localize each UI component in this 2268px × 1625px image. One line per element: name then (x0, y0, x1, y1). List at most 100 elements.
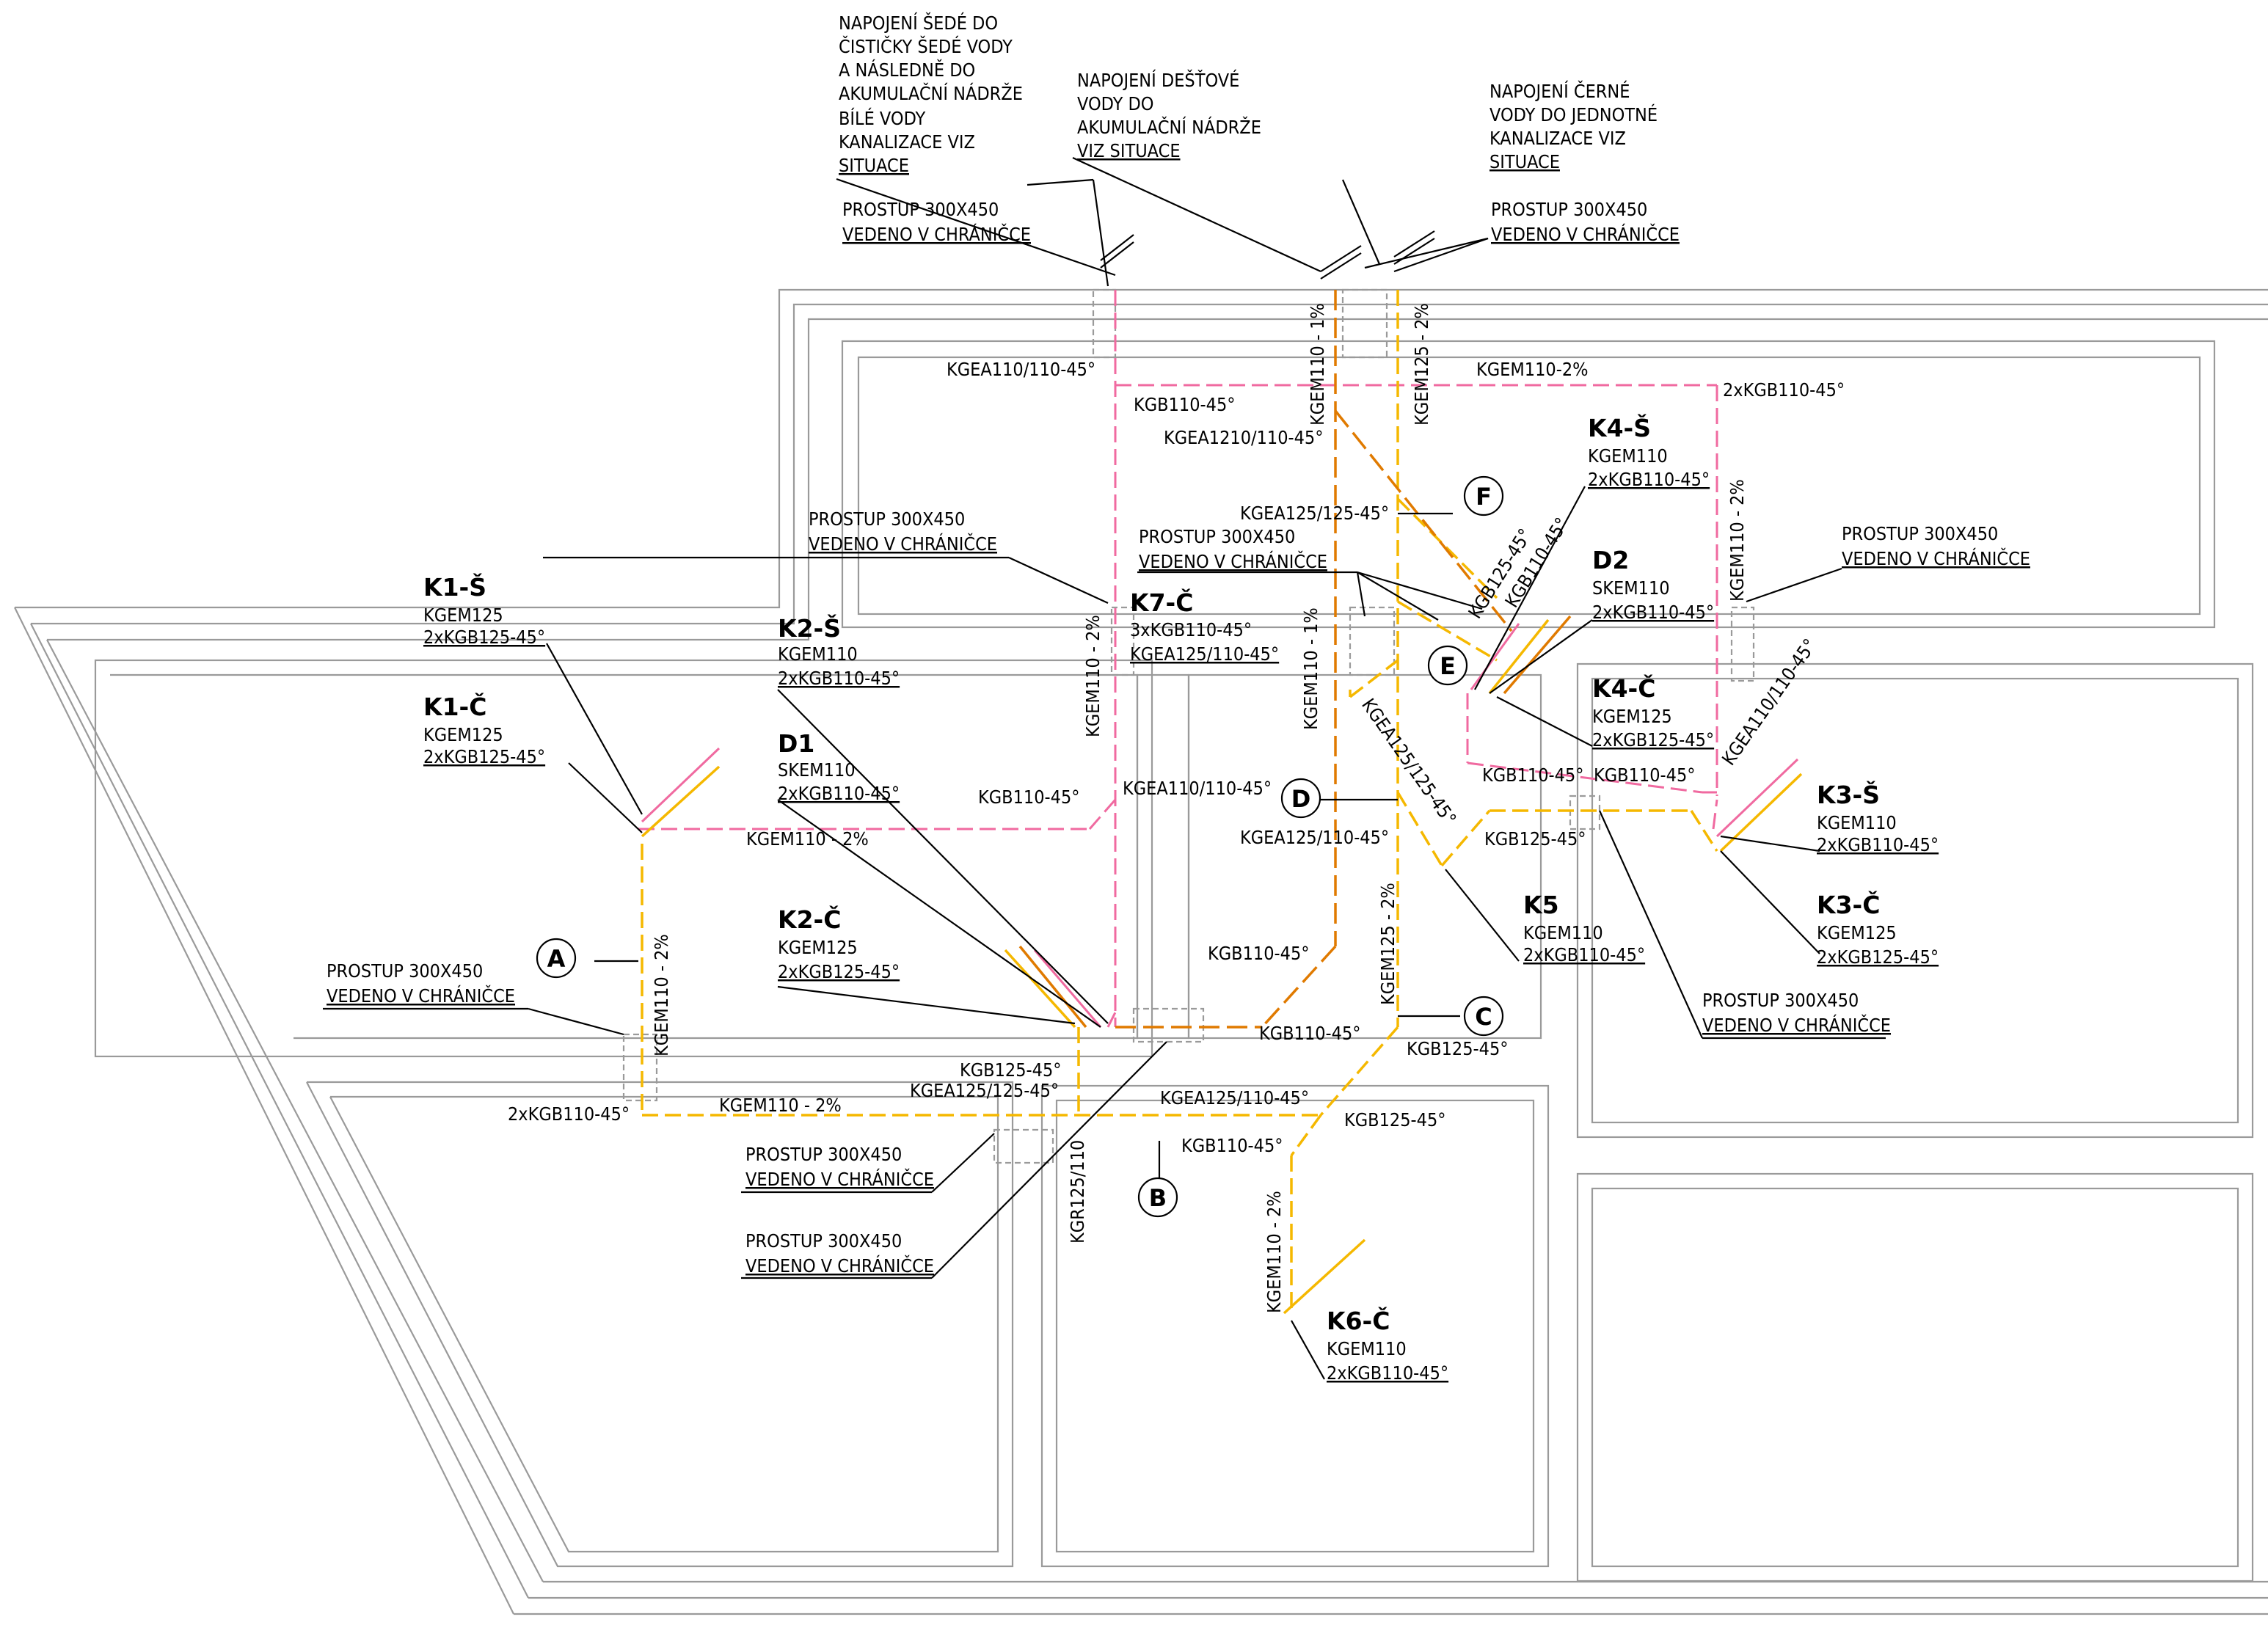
svg-text:2xKGB110-45°: 2xKGB110-45° (1723, 379, 1845, 401)
prostup-labels: PROSTUP 300X450 VEDENO V CHRÁNIČCE PROST… (327, 199, 2030, 1277)
svg-text:KGB125-45°: KGB125-45° (960, 1059, 1062, 1081)
svg-text:KGEM125: KGEM125 (423, 605, 503, 626)
svg-text:SITUACE: SITUACE (839, 155, 909, 176)
node-k2s: K2-Š KGEM110 2xKGB110-45° (778, 613, 900, 689)
svg-text:BÍLÉ VODY: BÍLÉ VODY (839, 108, 926, 129)
svg-text:K1-Š: K1-Š (423, 572, 486, 602)
node-k5: K5 KGEM110 2xKGB110-45° (1523, 891, 1645, 965)
svg-text:KGEM110: KGEM110 (1523, 922, 1603, 943)
svg-text:C: C (1475, 1003, 1492, 1031)
svg-text:NAPOJENÍ DEŠŤOVÉ: NAPOJENÍ DEŠŤOVÉ (1077, 69, 1239, 91)
svg-text:2xKGB110-45°: 2xKGB110-45° (778, 668, 900, 689)
svg-text:SITUACE: SITUACE (1489, 151, 1560, 172)
svg-text:KGEA125/125-45°: KGEA125/125-45° (910, 1080, 1059, 1101)
svg-text:KGEM110: KGEM110 (1327, 1338, 1407, 1359)
riser-arrows (641, 615, 1803, 1315)
svg-text:2xKGB125-45°: 2xKGB125-45° (1817, 946, 1939, 968)
svg-text:E: E (1440, 652, 1456, 680)
svg-text:KGEA125/125-45°: KGEA125/125-45° (1357, 695, 1460, 829)
node-k2c: K2-Č KGEM125 2xKGB125-45° (778, 905, 900, 982)
svg-text:KGEM110 - 2%: KGEM110 - 2% (1726, 479, 1748, 602)
svg-text:K4-Č: K4-Č (1592, 673, 1655, 703)
svg-text:KGEM110 - 2%: KGEM110 - 2% (1264, 1191, 1285, 1313)
svg-text:VEDENO V CHRÁNIČCE: VEDENO V CHRÁNIČCE (327, 985, 515, 1007)
svg-text:K6-Č: K6-Č (1327, 1306, 1390, 1335)
svg-text:VEDENO V CHRÁNIČCE: VEDENO V CHRÁNIČCE (1702, 1014, 1891, 1036)
svg-text:K3-Š: K3-Š (1817, 780, 1880, 809)
svg-text:K2-Š: K2-Š (778, 613, 841, 643)
svg-text:VEDENO V CHRÁNIČCE: VEDENO V CHRÁNIČCE (745, 1168, 934, 1190)
svg-text:2xKGB110-45°: 2xKGB110-45° (508, 1103, 630, 1125)
svg-text:KGEM110 - 2%: KGEM110 - 2% (719, 1095, 842, 1116)
svg-text:K2-Č: K2-Č (778, 905, 841, 934)
rain-water-pipes (1115, 290, 1513, 1029)
svg-text:PROSTUP 300X450: PROSTUP 300X450 (809, 508, 965, 530)
svg-text:KGR125/110: KGR125/110 (1067, 1140, 1088, 1244)
svg-text:D1: D1 (778, 729, 814, 758)
note-grey-water: NAPOJENÍ ŠEDÉ DO ČISTIČKY ŠEDÉ VODY A NÁ… (839, 12, 1023, 176)
node-k1c: K1-Č KGEM125 2xKGB125-45° (423, 692, 545, 767)
svg-text:KGEM110-2%: KGEM110-2% (1476, 359, 1589, 380)
svg-text:F: F (1476, 483, 1492, 511)
leader-lines (323, 157, 1886, 1380)
svg-text:A: A (547, 945, 566, 973)
svg-text:2xKGB110-45°: 2xKGB110-45° (1327, 1362, 1448, 1384)
svg-text:KGB125-45°: KGB125-45° (1407, 1038, 1509, 1059)
svg-text:KGEM110: KGEM110 (1817, 812, 1897, 833)
svg-text:2xKGB125-45°: 2xKGB125-45° (423, 746, 545, 767)
svg-text:VODY DO JEDNOTNÉ: VODY DO JEDNOTNÉ (1489, 104, 1658, 125)
node-k7c: K7-Č 3xKGB110-45° KGEA125/110-45° (1130, 588, 1279, 665)
svg-text:KGEA110/110-45°: KGEA110/110-45° (1123, 778, 1272, 799)
building-walls (14, 288, 2268, 1615)
svg-text:KGEM110 - 1%: KGEM110 - 1% (1300, 607, 1321, 730)
section-marker-d: D (1280, 778, 1321, 819)
svg-text:VIZ SITUACE: VIZ SITUACE (1077, 140, 1181, 161)
svg-text:KGB110-45°: KGB110-45° (1594, 764, 1696, 786)
svg-text:VEDENO V CHRÁNIČCE: VEDENO V CHRÁNIČCE (745, 1255, 934, 1277)
svg-text:2xKGB125-45°: 2xKGB125-45° (778, 961, 900, 982)
svg-text:2xKGB110-45°: 2xKGB110-45° (1523, 944, 1645, 965)
svg-text:K5: K5 (1523, 891, 1559, 919)
svg-text:KANALIZACE VIZ: KANALIZACE VIZ (839, 131, 975, 153)
svg-text:PROSTUP 300X450: PROSTUP 300X450 (745, 1144, 902, 1165)
svg-text:KGEA1210/110-45°: KGEA1210/110-45° (1164, 427, 1323, 448)
node-k3s: K3-Š KGEM110 2xKGB110-45° (1817, 780, 1939, 855)
section-marker-c: C (1463, 996, 1504, 1037)
note-black-water: NAPOJENÍ ČERNÉ VODY DO JEDNOTNÉ KANALIZA… (1489, 80, 1658, 172)
svg-text:K4-Š: K4-Š (1588, 413, 1651, 442)
svg-text:2xKGB125-45°: 2xKGB125-45° (1592, 729, 1714, 751)
svg-text:VEDENO V CHRÁNIČCE: VEDENO V CHRÁNIČCE (842, 223, 1031, 245)
svg-text:AKUMULAČNÍ NÁDRŽE: AKUMULAČNÍ NÁDRŽE (839, 82, 1023, 104)
svg-text:KGEM125: KGEM125 (1592, 706, 1672, 727)
svg-text:KGB110-45°: KGB110-45° (1181, 1135, 1283, 1156)
svg-text:KGEM125: KGEM125 (778, 937, 858, 958)
section-marker-e: E (1427, 645, 1468, 686)
node-k4s: K4-Š KGEM110 2xKGB110-45° (1588, 413, 1710, 490)
svg-text:VEDENO V CHRÁNIČCE: VEDENO V CHRÁNIČCE (1139, 550, 1327, 572)
note-rain-water: NAPOJENÍ DEŠŤOVÉ VODY DO AKUMULAČNÍ NÁDR… (1077, 69, 1261, 161)
svg-text:PROSTUP 300X450: PROSTUP 300X450 (1842, 523, 1998, 544)
svg-text:KGEA125/125-45°: KGEA125/125-45° (1240, 503, 1389, 524)
svg-text:KGEM110 - 2%: KGEM110 - 2% (1082, 615, 1104, 737)
svg-text:PROSTUP 300X450: PROSTUP 300X450 (1139, 526, 1295, 547)
node-k3c: K3-Č KGEM125 2xKGB125-45° (1817, 890, 1939, 968)
svg-text:KGEA125/110-45°: KGEA125/110-45° (1160, 1087, 1309, 1109)
node-d1: D1 SKEM110 2xKGB110-45° (778, 729, 900, 804)
svg-text:KGEM110 - 2%: KGEM110 - 2% (651, 934, 672, 1056)
svg-text:KGEA110/110-45°: KGEA110/110-45° (947, 359, 1095, 380)
svg-text:KGB125-45°: KGB125-45° (1484, 828, 1586, 850)
svg-text:KGB110-45°: KGB110-45° (1482, 764, 1584, 786)
svg-text:SKEM110: SKEM110 (1592, 577, 1670, 599)
svg-text:VEDENO V CHRÁNIČCE: VEDENO V CHRÁNIČCE (809, 533, 997, 555)
svg-text:D: D (1291, 785, 1311, 813)
svg-text:PROSTUP 300X450: PROSTUP 300X450 (1702, 990, 1859, 1011)
node-k4c: K4-Č KGEM125 2xKGB125-45° (1592, 673, 1714, 751)
node-k1s: K1-Š KGEM125 2xKGB125-45° (423, 572, 545, 648)
svg-text:KGEM110 - 2%: KGEM110 - 2% (746, 828, 869, 850)
svg-text:D2: D2 (1592, 546, 1629, 574)
node-d2: D2 SKEM110 2xKGB110-45° (1592, 546, 1714, 623)
svg-text:KGEM110: KGEM110 (1588, 445, 1668, 467)
section-marker-b: B (1137, 1177, 1178, 1218)
svg-text:KGB110-45°: KGB110-45° (1134, 394, 1236, 415)
